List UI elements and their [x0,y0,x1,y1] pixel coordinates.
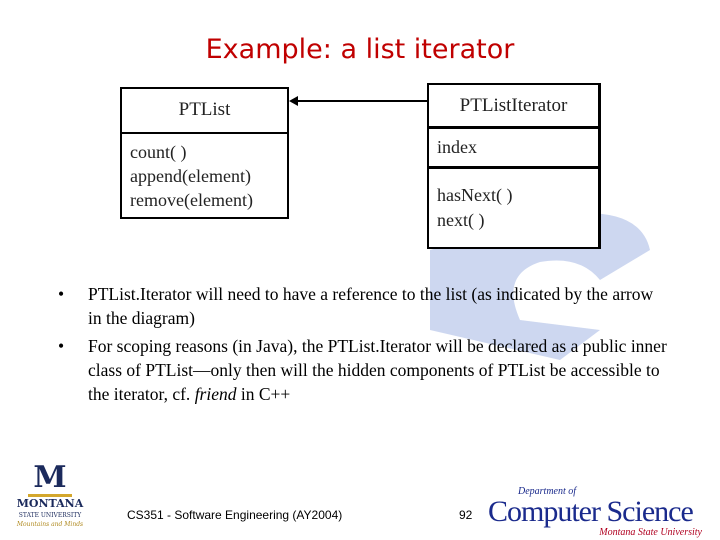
method: count( ) [130,142,187,162]
msu-logo-tag: Mountains and Minds [16,521,84,528]
method: hasNext( ) [437,185,513,205]
methods: count( ) append(element) remove(element) [122,134,287,216]
method: next( ) [437,210,485,230]
bullet-item: • PTList.Iterator will need to have a ref… [58,282,668,330]
msu-logo-name: MONTANA [16,497,84,510]
class-ptlistiterator: PTListIterator index hasNext( ) next( ) [427,83,601,249]
association-arrow [289,96,427,106]
msu-logo-sub: STATE UNIVERSITY [18,512,82,519]
class-name: PTList [122,89,287,134]
cs-logo-name: Computer Science [488,495,694,528]
bullet-list: • PTList.Iterator will need to have a ref… [58,282,668,410]
method: remove(element) [130,190,253,210]
bullet-icon: • [58,336,65,356]
page-number: 92 [459,508,473,522]
footer-course: CS351 - Software Engineering (AY2004) [127,508,343,522]
bullet-item: • For scoping reasons (in Java), the PTLi… [58,334,668,406]
cs-logo: Department of Computer Science Montana S… [488,486,710,538]
attribute: index [429,129,598,169]
method: append(element) [130,166,251,186]
class-name: PTListIterator [429,85,598,129]
cs-logo-dept: Department of [518,486,577,497]
methods: hasNext( ) next( ) [429,169,598,237]
msu-logo: M MONTANA STATE UNIVERSITY Mountains and… [6,462,94,529]
cs-logo-sub: Montana State University [599,527,702,538]
bullet-text: For scoping reasons (in Java), the PTLis… [88,336,667,404]
bullet-emphasis: friend [194,384,237,404]
bullet-icon: • [58,284,65,304]
bullet-text: PTList.Iterator will need to have a refe… [88,284,654,328]
bullet-text: in C++ [236,384,291,404]
slide-title: Example: a list iterator [205,34,515,65]
class-ptlist: PTList count( ) append(element) remove(e… [120,87,289,219]
msu-logo-letter: M [28,462,72,497]
